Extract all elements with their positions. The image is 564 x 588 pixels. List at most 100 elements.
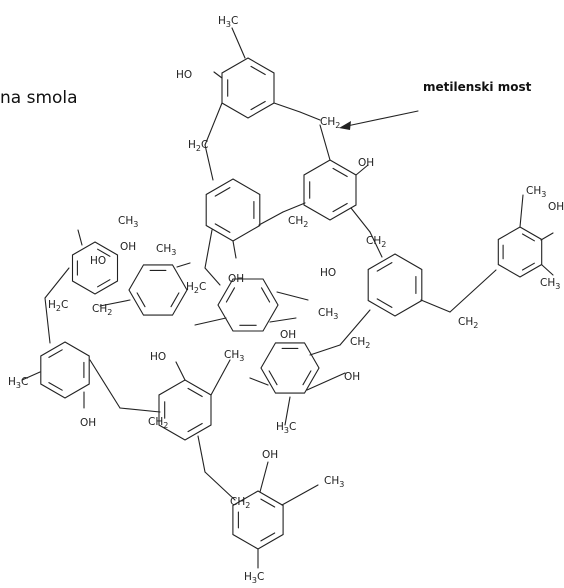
group-label: CH3 [156,243,176,257]
substituent-bond [231,27,246,59]
substituent-bond [210,359,231,396]
substituent-bond [44,297,51,344]
substituent-bond [309,344,341,356]
ring-double-bond [260,287,271,303]
group-label: CH3 [318,307,338,321]
group-label: HO [176,69,192,81]
substituent-bond [269,317,297,323]
group-label: HO [150,351,166,363]
group-label: CH3 [324,475,344,489]
substituent-bond [89,359,121,409]
ring-double-bond [250,100,266,111]
substituent-bond [276,291,309,301]
ring-double-bond [97,248,111,257]
benzene-ring-1 [221,57,275,119]
group-label: H2C [188,139,208,153]
ring-double-bond [225,287,236,303]
group-label: OH [280,329,296,341]
ring-double-bond [97,279,111,288]
ring-double-bond [521,262,535,271]
benzene-ring-5 [497,226,543,278]
group-label: H3C [8,376,28,390]
ring-double-bond [332,167,348,178]
group-label: OH [344,371,360,383]
ring-double-bond [48,349,63,358]
benzene-ring-3 [303,159,357,221]
substituent-bond [44,267,70,299]
substituent-bond [119,407,161,413]
group-label: H2C [48,299,68,313]
arrow-shaft [346,110,419,127]
substituent-bond [449,269,497,313]
group-label: H3C [276,421,296,435]
substituent-bond [213,71,223,79]
ring-double-bond [260,498,276,508]
ring-double-bond [170,292,180,308]
arrow-head [339,121,351,130]
benzene-ring-2 [205,178,261,242]
substituent-bond [197,435,206,473]
substituent-bond [176,262,191,268]
substituent-bond [284,396,291,426]
substituent-bond [541,264,554,276]
group-label: CH3 [118,215,138,229]
substituent-bond [204,144,214,181]
methylene-bridge-caption: metilenski most [423,80,532,94]
substituent-bond [540,232,554,241]
bridge-pointer-arrow [339,110,419,130]
substituent-bond [306,372,346,391]
ring-double-bond [187,422,203,433]
group-label: OH [358,157,374,169]
group-label: CH2 [288,215,308,229]
group-label: H2C [186,281,206,295]
group-label: CH2 [230,496,250,510]
substituent-bond [204,229,213,269]
substituent-bond [77,229,83,246]
substituent-bond [175,361,186,381]
benzene-ring-7 [128,264,188,316]
group-label: HO [90,255,106,267]
group-label: CH2 [458,316,478,330]
ring-double-bond [136,292,146,308]
substituent-bond [258,211,284,226]
ring-double-bond [260,532,276,542]
substituent-bond [281,484,319,506]
ring-double-bond [48,382,63,391]
substituent-bond [420,299,451,313]
substituent-bond [519,194,524,228]
substituent-bond [339,309,371,346]
methylene-bridge-bonds [21,27,554,569]
substituent-bond [259,461,269,493]
benzene-ring-4 [367,253,423,317]
ring-double-bond [214,223,231,233]
ring-double-bond [250,65,266,76]
group-label: OH [548,201,564,213]
group-label: CH2 [148,416,168,430]
benzene-ring-9 [40,341,90,399]
benzene-ring-11 [260,342,320,394]
substituent-bond [204,471,236,501]
benzene-ring-8 [71,241,119,295]
ring-double-bond [521,233,535,242]
group-label: H3C [218,15,238,29]
group-label: HO [320,267,336,279]
substituent-bond [204,102,223,146]
group-label: OH [262,449,278,461]
substituent-bond [282,202,306,213]
group-label: CH2 [366,235,386,249]
group-label: H3C [244,571,264,585]
group-label: CH3 [526,185,546,199]
substituent-bond [319,124,331,161]
benzene-ring-6 [217,278,279,332]
substituent-bond [350,207,371,233]
benzene-ring-10 [158,379,212,441]
group-label: CH3 [540,277,560,291]
substituent-bond [204,267,221,286]
group-label: OH [228,273,244,285]
group-label: OH [120,241,136,253]
ring-double-bond [214,187,231,197]
substituent-bond [299,111,321,121]
group-label: CH2 [320,116,340,130]
